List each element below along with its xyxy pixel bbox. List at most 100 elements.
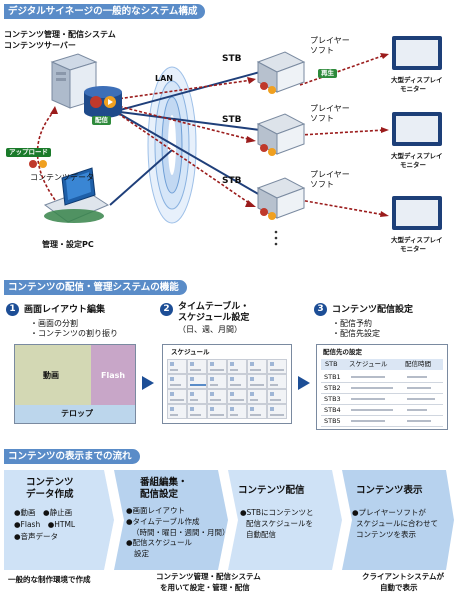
schedule-cell	[227, 359, 247, 374]
flow-step3-item-2: 配信スケジュールを	[246, 519, 313, 528]
flow-step3-item-1: ●STBにコンテンツと	[240, 508, 314, 517]
flow-step2-item-1: ●画面レイアウト	[126, 506, 186, 515]
step1-number: 1	[6, 303, 19, 316]
stb-label-2: STB	[222, 115, 242, 125]
step3-bullet-2: ・配信先設定	[332, 329, 380, 338]
display-label-2b: モニター	[400, 161, 426, 169]
step3-number: 3	[314, 303, 327, 316]
step3-title: コンテンツ配信設定	[332, 305, 414, 315]
col-schedule: スケジュール	[349, 360, 388, 368]
flow-step2-title-1: 番組編集・	[140, 477, 188, 488]
delivery-table-row: STB3	[321, 394, 443, 405]
stb-box-1	[256, 51, 306, 94]
flow-step1-title-1: コンテンツ	[26, 477, 74, 488]
delivery-badge: 配信	[92, 116, 111, 125]
delivery-table-header: STB スケジュール 配信時間	[321, 359, 443, 370]
schedule-cell	[247, 404, 267, 419]
delivery-row-stb: STB3	[324, 395, 341, 403]
delivery-row-stb: STB1	[324, 373, 341, 381]
schedule-cell	[207, 404, 227, 419]
display-icon-1	[392, 36, 442, 70]
delivery-table-row: STB2	[321, 383, 443, 394]
schedule-cell	[207, 374, 227, 389]
step2-sub: （日、週、月間）	[178, 325, 242, 334]
flow-step2-item-3: （時間・曜日・週間・月間）	[132, 528, 230, 537]
upload-badge: アップロード	[6, 148, 51, 157]
stb-label-1: STB	[222, 54, 242, 64]
step1-bullet-2: ・コンテンツの割り振り	[30, 329, 118, 338]
schedule-grid-title: スケジュール	[171, 348, 210, 356]
flow-caption-1: 一般的な制作環境で作成	[8, 575, 91, 584]
schedule-cell	[227, 389, 247, 404]
flow-step3-item-3: 自動配信	[246, 530, 276, 539]
schedule-cell	[247, 389, 267, 404]
schedule-cell	[267, 404, 287, 419]
section1-title: デジタルサイネージの一般的なシステム構成	[4, 4, 206, 19]
layout-flash-label: Flash	[101, 371, 126, 380]
layout-video-area	[15, 345, 91, 405]
database-icon	[84, 86, 122, 118]
player-label-2b: ソフト	[310, 114, 334, 123]
step2-number: 2	[160, 303, 173, 316]
schedule-grid: スケジュール	[162, 344, 292, 424]
flow-step4-item-1: ●プレイヤーソフトが	[352, 508, 426, 517]
schedule-cell	[167, 359, 187, 374]
flow-step1-item-2: ●Flash ●HTML	[14, 520, 76, 529]
delivery-table-title: 配信先の設定	[323, 348, 362, 356]
schedule-cell	[187, 404, 207, 419]
layout-ticker-label: テロップ	[61, 409, 93, 418]
more-dots-icon	[274, 230, 278, 246]
display-label-2a: 大型ディスプレイ	[391, 152, 443, 160]
display-label-3b: モニター	[400, 245, 426, 253]
flow-step4-item-2: スケジュールに合わせて	[356, 519, 438, 528]
flow-step2-item-5: 設定	[134, 549, 149, 558]
step2-title-1: タイムテーブル・	[178, 302, 250, 312]
display-label-1a: 大型ディスプレイ	[391, 76, 443, 84]
schedule-cell	[187, 374, 207, 389]
flow-step1-item-3: ●音声データ	[14, 532, 59, 541]
player-label-2a: プレイヤー	[310, 104, 350, 113]
section2-title: コンテンツの配信・管理システムの機能	[4, 280, 187, 295]
stb-box-3	[256, 177, 306, 220]
player-label-1b: ソフト	[310, 46, 334, 55]
schedule-cell	[167, 404, 187, 419]
flow-step4-title: コンテンツ表示	[356, 485, 423, 496]
delivery-table-row: STB1	[321, 372, 443, 383]
flow-step2-item-2: ●タイムテーブル作成	[126, 517, 200, 526]
flow-step4-item-3: コンテンツを表示	[356, 530, 416, 539]
display-label-1b: モニター	[400, 85, 426, 93]
delivery-row-stb: STB2	[324, 384, 341, 392]
player-label-3b: ソフト	[310, 180, 334, 189]
schedule-cell	[207, 359, 227, 374]
play-badge: 再生	[318, 69, 337, 78]
delivery-row-stb: STB4	[324, 406, 341, 414]
schedule-cell	[167, 374, 187, 389]
flow-step3-title: コンテンツ配信	[238, 485, 305, 496]
schedule-cell	[247, 374, 267, 389]
delivery-table-row: STB4	[321, 405, 443, 416]
player-label-1a: プレイヤー	[310, 36, 350, 45]
flow-chevrons	[4, 470, 454, 570]
schedule-cell	[247, 359, 267, 374]
laptop-icon	[43, 167, 110, 223]
content-data-label: コンテンツデータ	[30, 173, 94, 182]
flow-step2-item-4: ●配信スケジュール	[126, 538, 193, 547]
stb-label-3: STB	[222, 176, 242, 186]
display-icon-3	[392, 196, 442, 230]
section3-title: コンテンツの表示までの流れ	[4, 449, 140, 464]
flow-caption-2b: を用いて設定・管理・配信	[160, 583, 250, 592]
arrow-right-icon	[298, 376, 310, 390]
col-time: 配信時間	[405, 360, 431, 368]
step3-bullet-1: ・配信予約	[332, 319, 372, 328]
flow-step1-item-1: ●動画 ●静止画	[14, 508, 73, 517]
schedule-cell	[207, 389, 227, 404]
layout-ticker-area	[15, 405, 135, 423]
player-label-3a: プレイヤー	[310, 170, 350, 179]
delivery-row-stb: STB5	[324, 417, 341, 425]
flow-caption-4b: 自動で表示	[380, 583, 418, 592]
flow-caption-2a: コンテンツ管理・配信システム	[156, 572, 261, 581]
flow-caption-4a: クライアントシステムが	[362, 572, 444, 581]
arrow-heads	[50, 53, 389, 217]
schedule-cell	[227, 374, 247, 389]
